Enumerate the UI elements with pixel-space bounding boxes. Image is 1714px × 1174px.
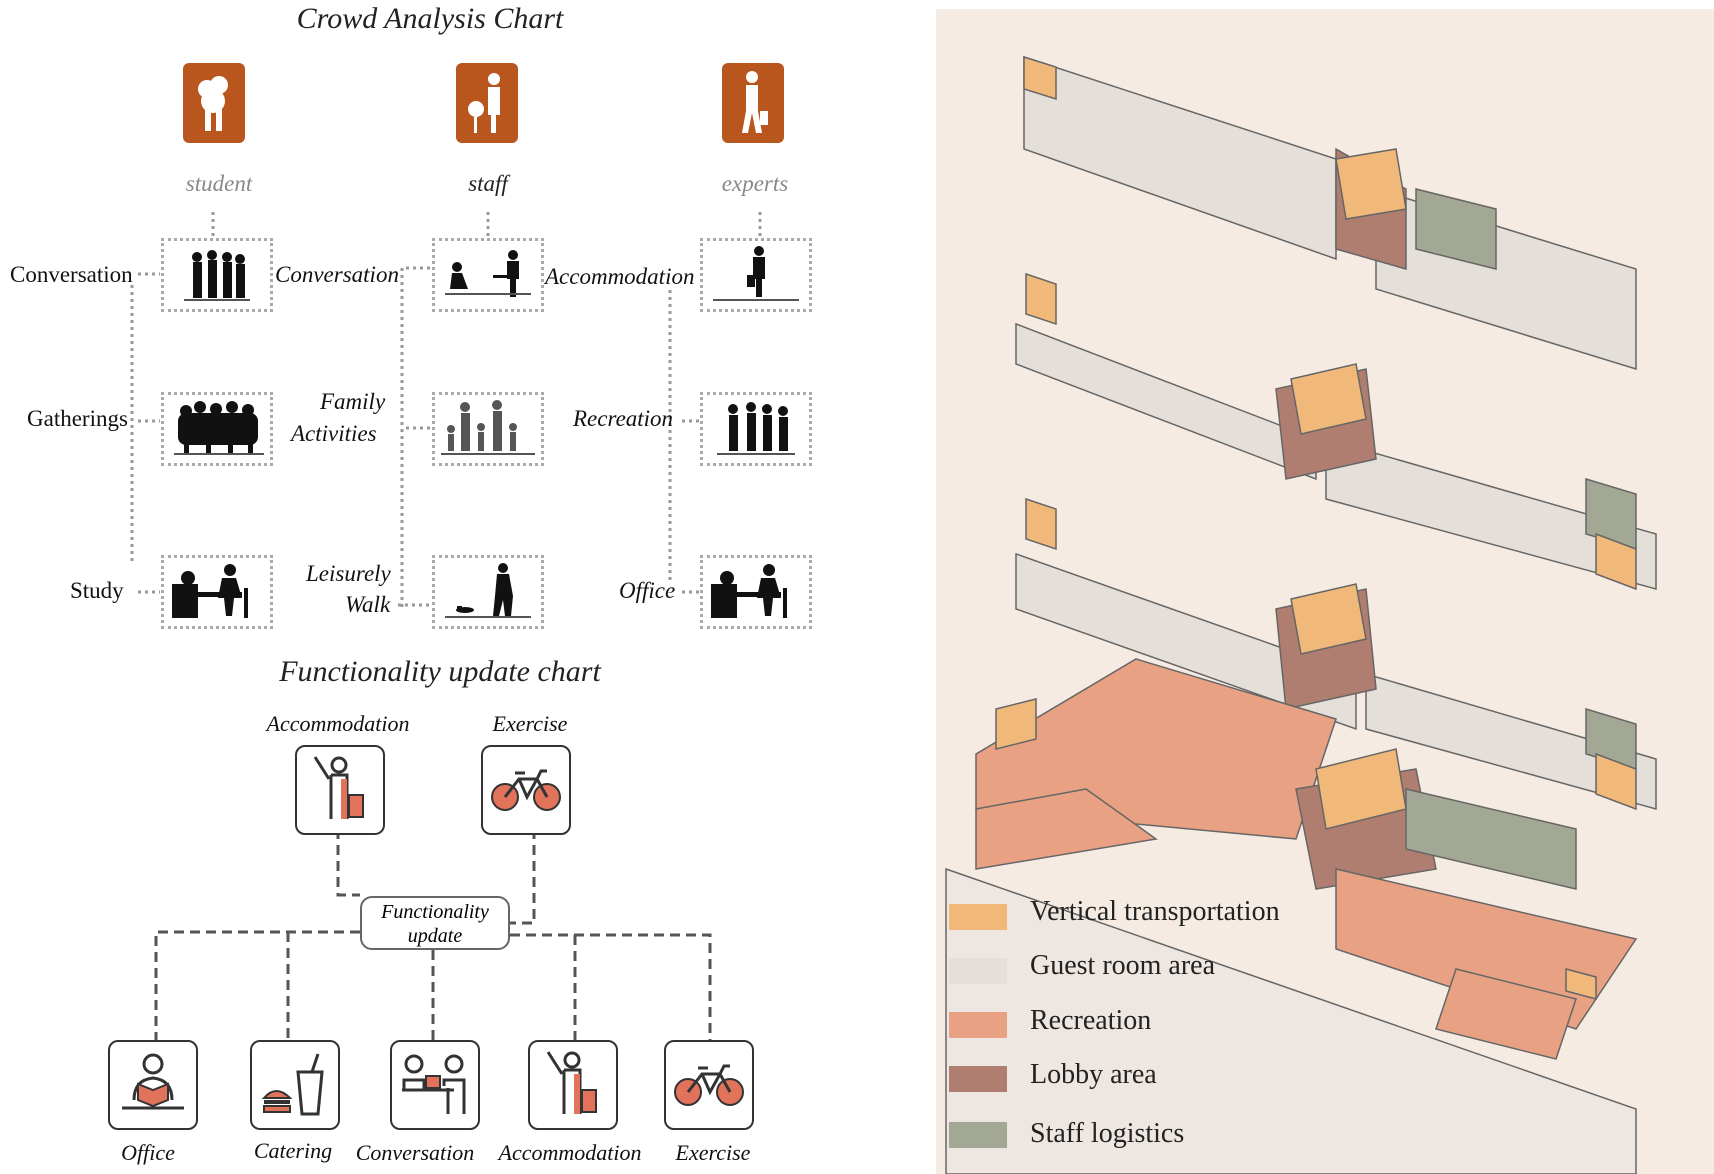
- experts-recreation-picture: [700, 392, 812, 466]
- staff-activity-walk: Walk: [345, 592, 391, 617]
- legend-swatch-vertical-transportation: [949, 904, 1007, 930]
- legend-label-vertical-transportation: Vertical transportation: [1030, 896, 1280, 927]
- legend-label-guest-room-area: Guest room area: [1030, 950, 1216, 981]
- student-activity-study: Study: [70, 578, 124, 603]
- group-label-experts: experts: [721, 171, 789, 196]
- student-gatherings-picture: [161, 392, 273, 466]
- experts-accommodation-picture: [700, 238, 812, 312]
- experts-icon: [722, 63, 784, 143]
- staff-activity-activities: Activities: [291, 421, 377, 446]
- legend-label-recreation: Recreation: [1030, 1005, 1152, 1036]
- staff-leisurely-walk-picture: [432, 555, 544, 629]
- experts-activity-accommodation: Accommodation: [545, 264, 695, 289]
- function-bottom-label-exercise: Exercise: [675, 1140, 751, 1165]
- hub-line-2: update: [407, 925, 463, 947]
- legend-label-staff-logistics: Staff logistics: [1030, 1118, 1185, 1149]
- function-bottom-label-accommodation: Accommodation: [498, 1140, 642, 1165]
- accommodation-icon: [295, 745, 385, 835]
- student-conversation-picture: [161, 238, 273, 312]
- student-study-picture: [161, 555, 273, 629]
- office-reading-icon: [108, 1040, 198, 1130]
- axonometric-floors-drawing: [945, 55, 1657, 1174]
- legend-swatch-lobby-area: [949, 1066, 1007, 1092]
- staff-activity-family: Family: [320, 389, 386, 414]
- exercise-bottom-bicycle-icon: [664, 1040, 754, 1130]
- function-bottom-label-conversation: Conversation: [355, 1140, 475, 1165]
- legend-swatch-recreation: [949, 1012, 1007, 1038]
- function-top-label-exercise: Exercise: [492, 711, 568, 736]
- catering-icon: [250, 1040, 340, 1130]
- staff-activity-leisurely: Leisurely: [306, 561, 391, 586]
- legend-label-lobby-area: Lobby area: [1030, 1059, 1157, 1090]
- staff-icon: [456, 63, 518, 143]
- experts-office-picture: [700, 555, 812, 629]
- accommodation-bottom-icon: [528, 1040, 618, 1130]
- student-activity-gatherings: Gatherings: [27, 406, 128, 431]
- student-icon: [183, 63, 245, 143]
- hub-line-1: Functionality: [381, 901, 489, 923]
- function-chart-title: Functionality update chart: [279, 655, 601, 688]
- experts-activity-office: Office: [619, 578, 676, 603]
- function-bottom-label-catering: Catering: [253, 1138, 333, 1163]
- experts-activity-recreation: Recreation: [573, 406, 674, 431]
- function-connectors: [154, 829, 712, 1040]
- legend-swatch-staff-logistics: [949, 1122, 1007, 1148]
- function-top-label-accommodation: Accommodation: [266, 711, 410, 736]
- staff-activity-conversation: Conversation: [275, 262, 399, 287]
- functionality-update-hub: Functionality update: [360, 896, 510, 950]
- staff-family-activities-picture: [432, 392, 544, 466]
- student-activity-conversation: Conversation: [10, 262, 133, 287]
- group-label-staff: staff: [468, 171, 508, 196]
- conversation-icon: [390, 1040, 480, 1130]
- crowd-chart-title: Crowd Analysis Chart: [296, 2, 564, 35]
- exercise-bicycle-icon: [481, 745, 571, 835]
- crowd-connectors: [130, 212, 762, 610]
- function-bottom-label-office: Office: [121, 1140, 175, 1165]
- group-label-student: student: [185, 171, 253, 196]
- legend-swatch-guest-room-area: [949, 958, 1007, 984]
- staff-conversation-picture: [432, 238, 544, 312]
